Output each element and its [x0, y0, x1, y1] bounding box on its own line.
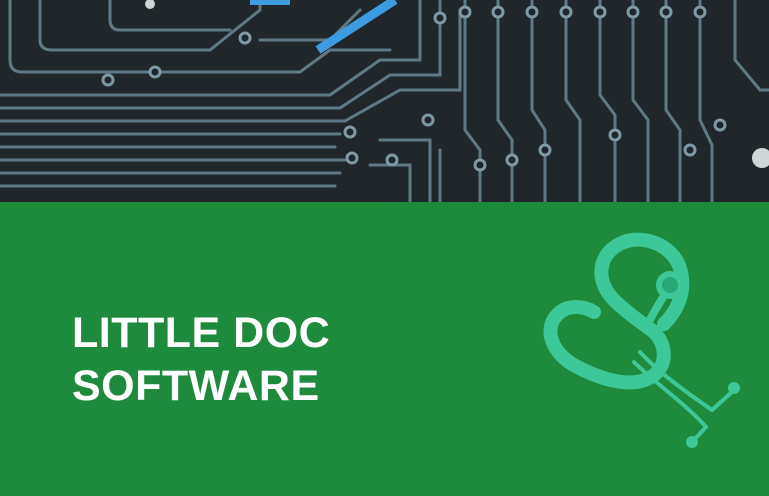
brand-title-line1: LITTLE DOC [72, 309, 331, 357]
brand-title-line2: SOFTWARE [72, 362, 320, 410]
brand-title: LITTLE DOC SOFTWARE [72, 307, 330, 413]
circuit-board-image [0, 0, 769, 202]
ampersand-stethoscope-icon [543, 232, 740, 448]
circuit-board-graphic [0, 0, 769, 202]
green-panel: LITTLE DOC SOFTWARE [0, 202, 769, 496]
